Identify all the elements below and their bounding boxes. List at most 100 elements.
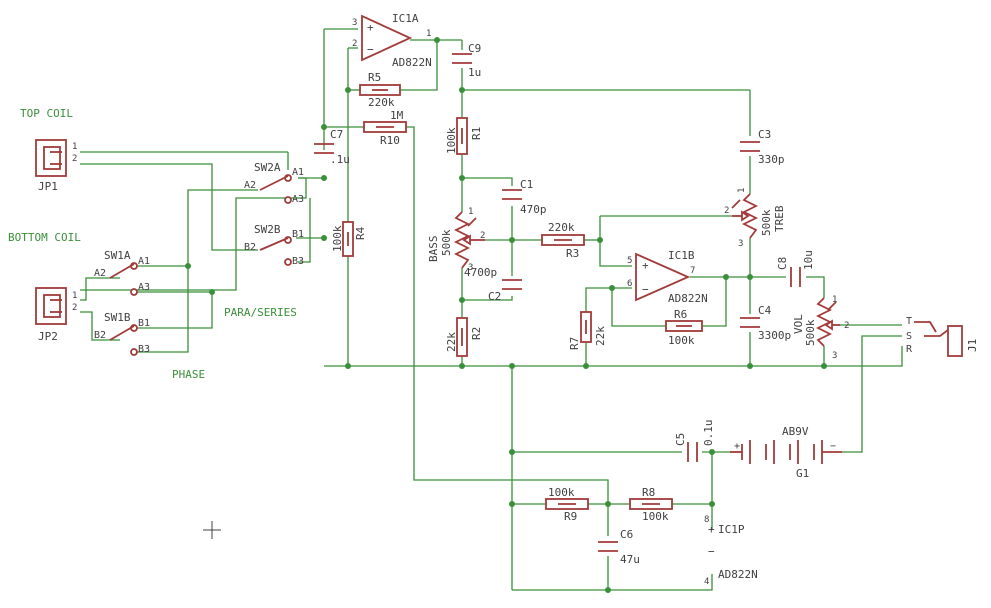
svg-text:B2: B2 [244, 242, 256, 253]
svg-text:R7: R7 [568, 337, 581, 350]
connector-jp1: 1 2 JP1 [35, 139, 77, 193]
svg-text:SW2A: SW2A [254, 161, 281, 174]
svg-text:22k: 22k [594, 326, 607, 346]
svg-text:2: 2 [352, 39, 357, 49]
switch-sw1b: SW1B B2 B1 B3 [94, 311, 150, 356]
capacitor-c4: C4 3300p [740, 304, 791, 342]
svg-text:1: 1 [72, 291, 77, 301]
svg-text:1: 1 [426, 29, 431, 39]
svg-text:C5: C5 [674, 433, 687, 446]
svg-text:B3: B3 [292, 256, 304, 267]
svg-text:S: S [906, 331, 912, 342]
svg-text:100k: 100k [642, 510, 669, 523]
svg-text:+: + [708, 523, 715, 536]
svg-text:BASS: BASS [427, 236, 440, 263]
capacitor-c6: C6 47u [598, 528, 640, 566]
svg-text:A2: A2 [244, 180, 256, 191]
resistor-r10: 1M R10 [363, 109, 407, 147]
jp2-label: JP2 [38, 330, 58, 343]
net-label-top-coil: TOP COIL [20, 107, 73, 120]
capacitor-c2: 4700p C2 [464, 266, 522, 303]
svg-text:3300p: 3300p [758, 329, 791, 342]
svg-text:+: + [734, 441, 740, 452]
svg-text:.1u: .1u [330, 153, 350, 166]
svg-text:100k: 100k [331, 225, 344, 252]
svg-text:3: 3 [468, 263, 473, 273]
capacitor-c1: C1 470p [502, 178, 547, 216]
battery-value: AB9V [782, 425, 809, 438]
svg-text:1u: 1u [468, 66, 481, 79]
svg-text:C3: C3 [758, 128, 771, 141]
resistor-r8: R8 100k [629, 486, 673, 523]
svg-text:500k: 500k [760, 209, 773, 236]
capacitor-c7: C7 .1u [314, 128, 350, 166]
svg-text:R2: R2 [470, 327, 483, 340]
svg-text:SW1B: SW1B [104, 311, 131, 324]
svg-text:220k: 220k [368, 96, 395, 109]
ic1a-label: IC1A [392, 12, 419, 25]
svg-text:470p: 470p [520, 203, 547, 216]
jp1-label: JP1 [38, 180, 58, 193]
pot-vol: 1 2 3 VOL 500k [792, 295, 849, 361]
svg-text:1: 1 [832, 295, 837, 305]
svg-text:10u: 10u [802, 250, 815, 270]
resistor-r6: R6 100k [665, 308, 703, 347]
svg-text:R1: R1 [470, 127, 483, 140]
svg-text:A3: A3 [138, 282, 150, 293]
battery-label: G1 [796, 467, 809, 480]
svg-text:A3: A3 [292, 194, 304, 205]
resistor-r2: 22k R2 [445, 317, 483, 357]
svg-text:100k: 100k [445, 127, 458, 154]
connector-jp2: 1 2 JP2 [35, 287, 77, 343]
capacitor-c8: C8 10u [776, 250, 815, 287]
svg-text:R10: R10 [380, 134, 400, 147]
ic1b-label: IC1B [668, 249, 695, 262]
svg-text:R6: R6 [674, 308, 687, 321]
svg-text:−: − [642, 283, 649, 296]
j1-label: J1 [966, 339, 979, 352]
svg-text:SW2B: SW2B [254, 223, 281, 236]
resistor-r4: 100k R4 [331, 221, 367, 257]
svg-text:A2: A2 [94, 268, 106, 279]
svg-text:SW1A: SW1A [104, 249, 131, 262]
svg-text:C9: C9 [468, 42, 481, 55]
svg-text:R5: R5 [368, 71, 381, 84]
svg-text:−: − [708, 545, 715, 558]
svg-text:A1: A1 [292, 167, 304, 178]
svg-text:500k: 500k [804, 319, 817, 346]
capacitor-c9: C9 1u [452, 42, 481, 79]
jack-j1: T S R J1 [906, 316, 979, 357]
pot-treb: 1 2 3 500k TREB [724, 188, 786, 249]
svg-text:C4: C4 [758, 304, 772, 317]
svg-text:R9: R9 [564, 510, 577, 523]
switch-sw2b: SW2B B2 B1 B3 [244, 223, 304, 267]
battery-g1: + − AB9V G1 [730, 425, 842, 480]
svg-text:−: − [830, 441, 836, 452]
crosshair-cursor-icon [203, 521, 221, 539]
svg-text:1M: 1M [390, 109, 404, 122]
net-label-para-series: PARA/SERIES [224, 306, 297, 319]
svg-text:1: 1 [72, 142, 77, 152]
svg-text:100k: 100k [548, 486, 575, 499]
svg-text:R3: R3 [566, 247, 579, 260]
svg-text:5: 5 [627, 256, 632, 266]
svg-text:0.1u: 0.1u [702, 420, 715, 447]
svg-text:TREB: TREB [773, 205, 786, 232]
svg-text:C2: C2 [488, 290, 501, 303]
ic1p-label: IC1P [718, 523, 745, 536]
svg-text:−: − [367, 43, 374, 56]
svg-text:2: 2 [844, 321, 849, 331]
svg-text:2: 2 [724, 206, 729, 216]
svg-text:8: 8 [704, 515, 709, 525]
svg-text:C7: C7 [330, 128, 343, 141]
capacitor-c3: C3 330p [740, 128, 785, 166]
svg-text:1: 1 [468, 207, 473, 217]
opamp-ic1a: + − 3 2 1 IC1A AD822N [352, 12, 432, 69]
svg-text:R: R [906, 344, 913, 355]
svg-text:22k: 22k [445, 332, 458, 352]
resistor-r1: 100k R1 [445, 117, 483, 155]
switch-sw2a: SW2A A2 A1 A3 [244, 161, 304, 205]
ic1p-part: AD822N [718, 568, 758, 581]
svg-text:1: 1 [737, 188, 747, 193]
